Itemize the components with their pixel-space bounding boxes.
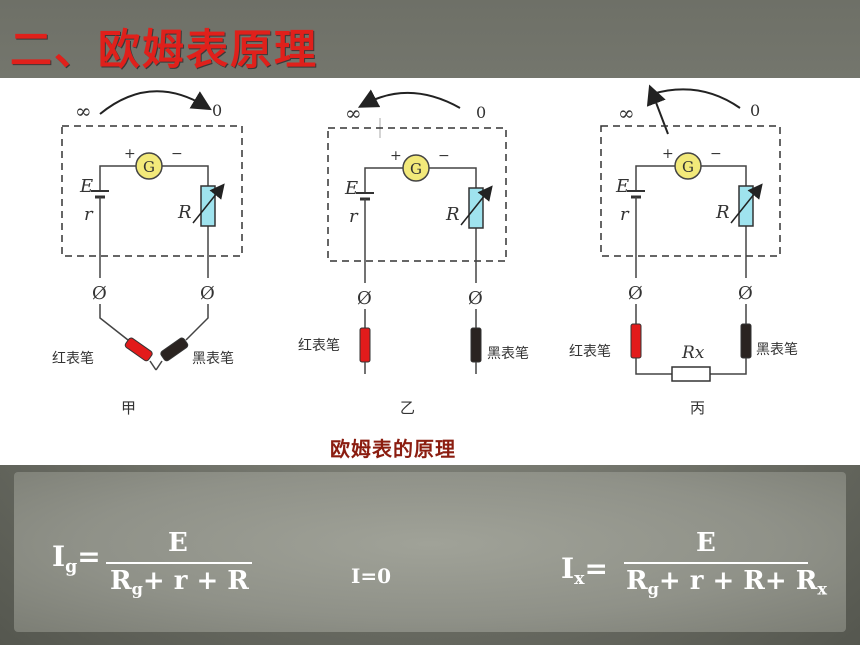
formula-ig-denominator: Rg+ r + R	[110, 566, 249, 599]
meter-box	[327, 127, 507, 262]
rheostat-label: R	[715, 202, 730, 223]
figure-panel: ∞ 0 G + − E r R Ø Ø	[0, 78, 860, 465]
terminal-left: Ø	[357, 288, 372, 309]
formula-area	[14, 472, 846, 632]
infinity-mark: ∞	[75, 99, 92, 123]
figure-caption: 欧姆表的原理	[330, 437, 456, 461]
black-probe	[160, 337, 189, 362]
black-probe-label: 黑表笔	[487, 346, 529, 362]
minus-sign: −	[171, 146, 183, 162]
internal-r-label: r	[620, 204, 630, 225]
minus-sign: −	[438, 148, 450, 164]
internal-r-label: r	[349, 206, 359, 227]
rx-resistor	[671, 366, 711, 382]
plus-sign: +	[390, 148, 402, 164]
circuit-diagram: ∞ 0 G + − E r R Ø Ø	[52, 84, 798, 417]
black-probe-label: 黑表笔	[756, 342, 798, 358]
formula-ig-numerator: E	[168, 528, 188, 558]
emf-label: E	[615, 176, 629, 197]
formula-i-zero: I=0	[351, 564, 392, 588]
formula-ig-lhs: Ig=	[52, 540, 101, 578]
needle-arc	[651, 88, 741, 109]
black-probe	[740, 323, 752, 359]
formula-ix-fraction-bar	[624, 562, 808, 564]
needle-arc	[99, 90, 212, 115]
formula-ix-lhs: Ix=	[561, 552, 608, 590]
meter-box	[61, 125, 243, 257]
zero-mark: 0	[476, 103, 486, 122]
formula-ig-fraction-bar	[106, 562, 252, 564]
rheostat-label: R	[177, 202, 192, 223]
zero-mark: 0	[750, 101, 760, 120]
terminal-right: Ø	[738, 283, 753, 304]
panel-yi: ∞ 0 G + − E r R Ø Ø	[298, 89, 529, 417]
black-probe-label: 黑表笔	[192, 351, 234, 367]
plus-sign: +	[124, 146, 136, 162]
galvanometer-label: G	[143, 158, 155, 176]
needle	[646, 84, 669, 135]
infinity-mark: ∞	[345, 101, 362, 125]
internal-r-label: r	[84, 204, 94, 225]
terminal-right: Ø	[200, 283, 215, 304]
formula-ix-denominator: Rg+ r + R+ Rx	[626, 566, 827, 599]
emf-label: E	[344, 178, 358, 199]
panel-label-jia: 甲	[121, 399, 136, 417]
rheostat	[200, 185, 216, 227]
terminal-left: Ø	[628, 283, 643, 304]
red-probe	[359, 327, 371, 363]
galvanometer-label: G	[410, 160, 422, 178]
infinity-mark: ∞	[618, 101, 635, 125]
galvanometer	[674, 152, 702, 180]
terminal-right: Ø	[468, 288, 483, 309]
minus-sign: −	[710, 146, 722, 162]
terminal-left: Ø	[92, 283, 107, 304]
needle-arc	[357, 89, 461, 109]
zero-mark: 0	[212, 101, 222, 120]
emf-label: E	[79, 176, 93, 197]
panel-jia: ∞ 0 G + − E r R Ø Ø	[52, 90, 243, 417]
slide-title: 二、欧姆表原理	[10, 25, 319, 74]
panel-label-bing: 丙	[690, 399, 705, 417]
plus-sign: +	[662, 146, 674, 162]
panel-bing: ∞ 0 G + − E r R Ø Ø	[569, 84, 798, 417]
galvanometer-label: G	[682, 158, 694, 176]
galvanometer	[402, 154, 430, 182]
black-probe	[470, 327, 482, 363]
rx-label: Rx	[681, 343, 705, 363]
meter-box	[600, 125, 781, 257]
rheostat-label: R	[445, 204, 460, 225]
rheostat	[468, 187, 484, 229]
rheostat	[738, 185, 754, 227]
red-probe	[124, 337, 153, 362]
red-probe-label: 红表笔	[52, 351, 94, 367]
red-probe-label: 红表笔	[569, 344, 611, 360]
red-probe-label: 红表笔	[298, 338, 340, 354]
formula-ix-numerator: E	[696, 528, 716, 558]
title-band	[0, 0, 860, 78]
galvanometer	[135, 152, 163, 180]
red-probe	[630, 323, 642, 359]
panel-label-yi: 乙	[400, 399, 415, 417]
